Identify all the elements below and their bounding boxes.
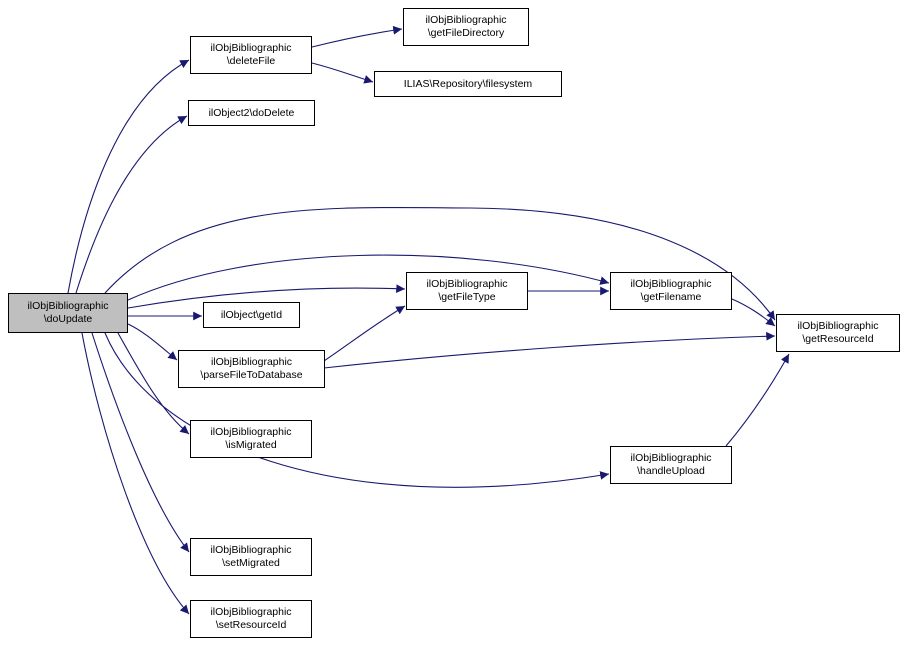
- node-label: \getFilename: [640, 291, 702, 303]
- edge-doUpdate-isMigrated: [117, 332, 190, 435]
- edge-doUpdate-getFileType: [127, 284, 406, 309]
- node-label: ilObjBibliographic: [426, 278, 508, 290]
- node-label: ilObjBibliographic: [630, 278, 712, 290]
- node-parseFileToDatabase[interactable]: ilObjBibliographic \parseFileToDatabase: [178, 350, 325, 388]
- node-label: \parseFileToDatabase: [200, 369, 303, 381]
- edge-doUpdate-getResourceId: [104, 206, 776, 321]
- node-deleteFile[interactable]: ilObjBibliographic \deleteFile: [190, 36, 312, 74]
- node-handleUpload[interactable]: ilObjBibliographic \handleUpload: [610, 446, 732, 484]
- node-label: \getFileType: [438, 291, 496, 303]
- edge-doUpdate-setMigrated: [91, 332, 190, 553]
- node-setResourceId[interactable]: ilObjBibliographic \setResourceId: [190, 600, 312, 638]
- edge-parseFileToDatabase-getResourceId: [323, 331, 776, 369]
- edge-deleteFile-filesystem: [311, 62, 374, 84]
- edge-doUpdate-doDelete: [75, 115, 188, 294]
- node-label: \doUpdate: [43, 313, 93, 325]
- node-label: ilObjBibliographic: [210, 426, 292, 438]
- node-label: ilObjBibliographic: [210, 42, 292, 54]
- node-label: ilObjBibliographic: [630, 452, 712, 464]
- node-label: ilObjBibliographic: [797, 320, 879, 332]
- node-getResourceId[interactable]: ilObjBibliographic \getResourceId: [776, 314, 900, 352]
- edge-getFilename-getResourceId: [731, 298, 776, 327]
- node-label: \setResourceId: [215, 619, 287, 631]
- node-setMigrated[interactable]: ilObjBibliographic \setMigrated: [190, 538, 312, 576]
- node-getFilename[interactable]: ilObjBibliographic \getFilename: [610, 272, 732, 310]
- node-label: ilObjBibliographic: [210, 606, 292, 618]
- edge-handleUpload-getResourceId: [725, 353, 790, 447]
- node-label: ilObjBibliographic: [425, 14, 507, 26]
- node-label: ILIAS\Repository\filesystem: [403, 77, 533, 90]
- edge-doUpdate-getFilename: [127, 254, 610, 301]
- node-label: \deleteFile: [226, 55, 276, 67]
- node-getId[interactable]: ilObject\getId: [203, 302, 300, 328]
- node-label: \setMigrated: [222, 557, 280, 569]
- edge-parseFileToDatabase-getFileType: [323, 305, 406, 362]
- edge-doUpdate-handleUpload: [104, 332, 610, 488]
- node-label: \getResourceId: [802, 333, 874, 345]
- node-doUpdate: ilObjBibliographic \doUpdate: [8, 293, 128, 333]
- node-getFileType[interactable]: ilObjBibliographic \getFileType: [406, 272, 528, 310]
- edge-doUpdate-setResourceId: [81, 332, 190, 615]
- node-getFileDirectory[interactable]: ilObjBibliographic \getFileDirectory: [403, 8, 529, 46]
- node-doDelete[interactable]: ilObject2\doDelete: [188, 100, 315, 126]
- node-label: ilObject\getId: [220, 308, 283, 321]
- edge-doUpdate-parseFileToDatabase: [127, 323, 178, 361]
- node-label: \isMigrated: [225, 439, 277, 451]
- node-label: ilObjBibliographic: [210, 356, 293, 368]
- edge-doUpdate-deleteFile: [67, 59, 190, 294]
- node-label: ilObjBibliographic: [210, 544, 292, 556]
- node-label: ilObject2\doDelete: [208, 106, 295, 119]
- node-label: \handleUpload: [637, 465, 705, 477]
- node-label: ilObjBibliographic: [27, 300, 109, 312]
- node-isMigrated[interactable]: ilObjBibliographic \isMigrated: [190, 420, 312, 458]
- node-filesystem[interactable]: ILIAS\Repository\filesystem: [374, 71, 562, 97]
- node-label: \getFileDirectory: [427, 27, 505, 39]
- edge-deleteFile-getFileDirectory: [311, 25, 403, 48]
